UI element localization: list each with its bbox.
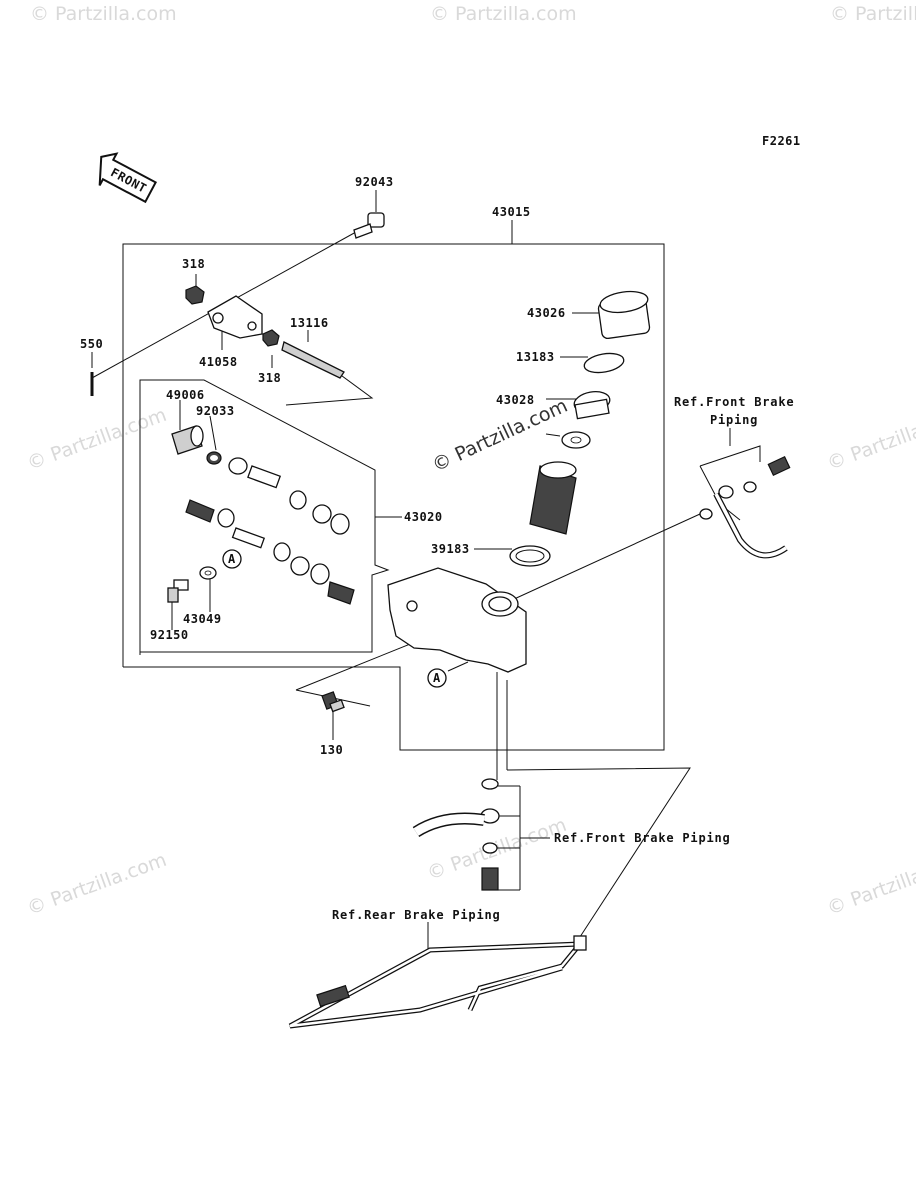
- diaphragm-43028: [573, 391, 611, 420]
- ref-front-brake-piping-line2: Piping: [710, 413, 758, 427]
- part-label-92043: 92043: [355, 175, 394, 189]
- part-label-130: 130: [320, 743, 343, 757]
- part-label-550: 550: [80, 337, 103, 351]
- part-label-43028: 43028: [496, 393, 535, 407]
- marker-a-upper: A: [222, 549, 242, 569]
- piston-kit-upper: [228, 457, 350, 535]
- cap-43026: [597, 290, 651, 340]
- marker-a-lower: A: [427, 668, 447, 688]
- cup-49006: [171, 425, 204, 455]
- part-label-49006: 49006: [166, 388, 205, 402]
- figure-code: F2261: [762, 134, 801, 148]
- marker-a: A: [228, 552, 236, 566]
- ref-front-brake-piping-line1: Ref.Front Brake: [674, 395, 794, 409]
- leader-lines: [91, 190, 761, 950]
- front-brake-hose-upper: [699, 455, 791, 559]
- watermark: © Partzilla.com: [24, 404, 169, 475]
- reference-labels: Ref.Front Brake Piping Ref.Front Brake P…: [332, 395, 794, 922]
- watermark: © Partzilla.com: [824, 404, 916, 475]
- watermark: © Partzilla.com: [430, 3, 577, 25]
- washer-43049: [199, 566, 217, 580]
- clamp-39183: [509, 545, 551, 567]
- part-label-43049: 43049: [183, 612, 222, 626]
- part-label-318: 318: [258, 371, 281, 385]
- front-arrow-icon: FRONT: [98, 152, 158, 204]
- ref-rear-brake-piping: Ref.Rear Brake Piping: [332, 908, 501, 922]
- clevis-41058: [207, 295, 263, 339]
- spring-upper: [185, 499, 215, 523]
- push-rod-13116: [281, 341, 345, 379]
- part-label-43020: 43020: [404, 510, 443, 524]
- boot-reservoir: [529, 461, 577, 535]
- part-label-318: 318: [182, 257, 205, 271]
- part-label-13183: 13183: [516, 350, 555, 364]
- spring-lower: [327, 581, 355, 605]
- watermark: © Partzilla.com: [830, 3, 916, 25]
- circlip-92033: [206, 451, 222, 465]
- watermark: © Partzilla.com: [824, 849, 916, 920]
- part-label-41058: 41058: [199, 355, 238, 369]
- part-labels: 92043 43015 318 13116 41058 318 550 4900…: [80, 175, 566, 757]
- bolt-130: [321, 691, 345, 713]
- part-label-92150: 92150: [150, 628, 189, 642]
- assembly-43015-frame: [122, 220, 665, 751]
- part-label-92033: 92033: [196, 404, 235, 418]
- nut-318-lower: [262, 329, 280, 347]
- washer-reservoir: [561, 431, 591, 449]
- part-label-13116: 13116: [290, 316, 329, 330]
- master-cylinder-body: [387, 567, 527, 673]
- front-brake-hose-lower: [412, 778, 500, 891]
- bolt-92150: [167, 579, 189, 603]
- nut-318-upper: [185, 285, 205, 305]
- ref-front-brake-piping-lower: Ref.Front Brake Piping: [554, 831, 731, 845]
- rear-brake-pipe: [288, 935, 587, 1029]
- bolt-92043: [353, 212, 385, 239]
- plate-13183: [583, 352, 625, 374]
- part-label-39183: 39183: [431, 542, 470, 556]
- marker-a: A: [433, 671, 441, 685]
- piston-kit-lower: [217, 508, 330, 585]
- assembly-43020-frame: [139, 379, 402, 655]
- part-label-43015: 43015: [492, 205, 531, 219]
- watermark: © Partzilla.com: [24, 849, 169, 920]
- part-label-43026: 43026: [527, 306, 566, 320]
- watermark: © Partzilla.com: [30, 3, 177, 25]
